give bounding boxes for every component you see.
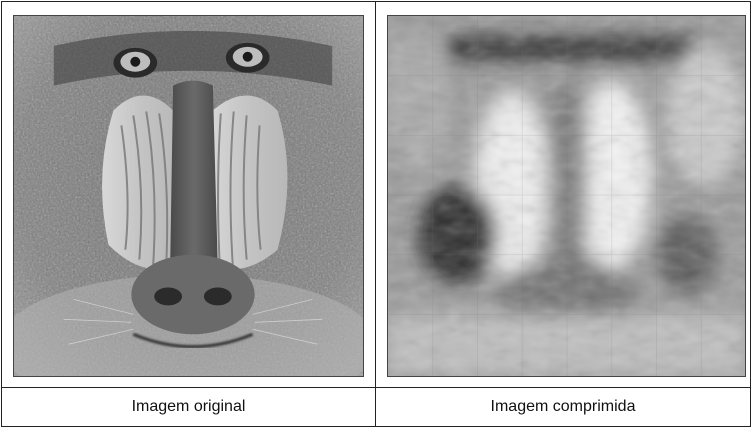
original-mandrill-image: [13, 15, 364, 377]
original-image-cell: [2, 2, 376, 388]
original-mandrill-svg: [14, 16, 363, 376]
original-caption-cell: Imagem original: [2, 388, 376, 426]
compressed-caption: Imagem comprimida: [490, 398, 636, 415]
compressed-mandrill-svg: [388, 16, 745, 376]
original-caption: Imagem original: [131, 398, 246, 415]
compressed-caption-cell: Imagem comprimida: [376, 388, 750, 426]
compressed-image-cell: [376, 2, 750, 388]
compressed-mandrill-image: [387, 15, 746, 377]
